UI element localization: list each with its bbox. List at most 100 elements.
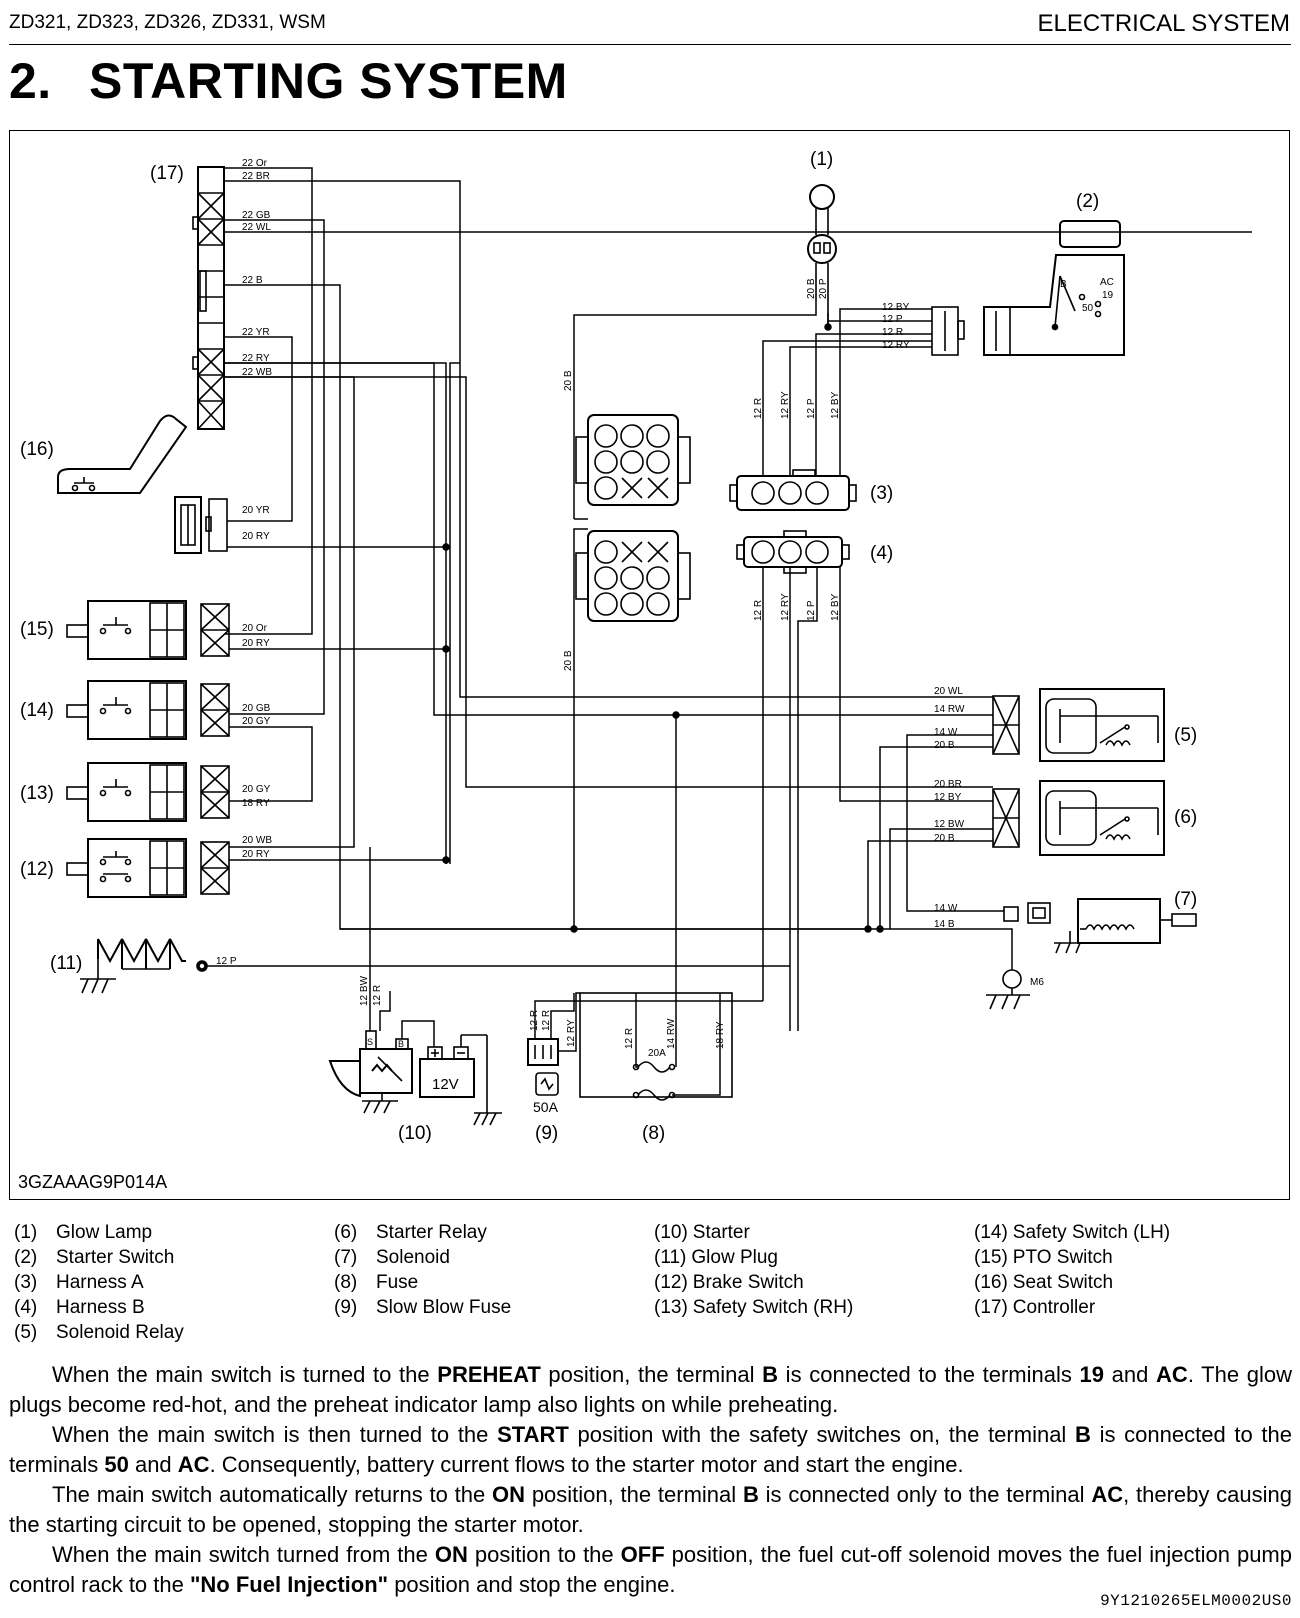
wire-label: 18 RY <box>242 798 270 809</box>
figure-code: 3GZAAAG9P014A <box>18 1172 168 1192</box>
bold-term: OFF <box>620 1542 665 1567</box>
description-paragraph: When the main switch is then turned to t… <box>9 1420 1292 1480</box>
starter-relay <box>992 780 1165 856</box>
wire-label: 12 RY <box>566 1019 577 1047</box>
starter-switch <box>931 220 1125 356</box>
legend-label: PTO Switch <box>1012 1247 1113 1268</box>
wire-label: 12 R <box>882 327 903 338</box>
legend-item: (12)Brake Switch <box>654 1272 974 1297</box>
wire-label: 22 WB <box>242 367 272 378</box>
description-paragraph: The main switch automatically returns to… <box>9 1480 1292 1540</box>
legend-item: (14)Safety Switch (LH) <box>974 1222 1294 1247</box>
text-run: . The glow plugs become red-hot, and the… <box>9 1362 1292 1417</box>
wire-label: 20 B <box>806 278 817 299</box>
wire-label: 12 P <box>216 956 237 967</box>
wiring-harness <box>207 167 1252 1096</box>
header-divider <box>9 44 1291 45</box>
ground-bolt <box>986 969 1030 1010</box>
text-run: When the main switch is turned to the <box>52 1362 438 1387</box>
wire-label: 14 RW <box>934 704 965 715</box>
legend-number: (7) <box>334 1247 358 1268</box>
legend-label: Safety Switch (RH) <box>692 1297 854 1318</box>
bold-term: 19 <box>1079 1362 1105 1387</box>
battery-label: 12V <box>432 1076 459 1093</box>
legend-item: (13)Safety Switch (RH) <box>654 1297 974 1322</box>
wire-label: 22 GB <box>242 210 271 221</box>
fuel-solenoid <box>1003 898 1197 954</box>
wire-label: 20 GY <box>242 784 271 795</box>
legend-item: (17)Controller <box>974 1297 1294 1322</box>
wire-label: 12 R <box>624 1028 635 1049</box>
description-paragraph: When the main switch turned from the ON … <box>9 1540 1292 1600</box>
legend-item: (10)Starter <box>654 1222 974 1247</box>
wire-label: 12 P <box>882 314 903 325</box>
legend-item: (1)Glow Lamp <box>14 1222 334 1247</box>
wire-label: 22 RY <box>242 353 270 364</box>
wire-label: 14 RW <box>666 1018 677 1049</box>
wire-label: 12 R <box>372 985 383 1006</box>
wire-label: 12 R <box>529 1010 540 1031</box>
legend-label: Glow Plug <box>691 1247 778 1268</box>
text-run: , thereby causing the starting circuit t… <box>9 1482 1293 1537</box>
bold-term: B <box>1075 1422 1091 1447</box>
legend-label: Brake Switch <box>692 1272 804 1293</box>
glow-lamp <box>807 184 837 327</box>
battery <box>419 1034 502 1126</box>
bold-term: "No Fuel Injection" <box>189 1572 389 1597</box>
text-run: position, the fuel cut-off solenoid move… <box>9 1542 1292 1597</box>
legend-number: (16) <box>974 1272 1008 1293</box>
bold-term: PREHEAT <box>437 1362 541 1387</box>
wire-label: 12 R <box>753 600 764 621</box>
legend-number: (10) <box>654 1222 688 1243</box>
wire-labels: 22 Or 22 BR 22 GB 22 WL 22 B 22 YR 22 RY… <box>20 149 1197 1144</box>
legend-label: Starter <box>692 1222 750 1243</box>
legend-column: (1)Glow Lamp (2) Starter Switch (3)Harnes… <box>14 1222 334 1347</box>
bold-term: 50 <box>104 1452 129 1477</box>
legend-number: (3) <box>14 1272 38 1293</box>
legend-number: (2) <box>14 1247 38 1268</box>
legend-label: Fuse <box>376 1272 419 1293</box>
callout-6: (6) <box>1174 807 1197 828</box>
description-text: When the main switch is turned to the PR… <box>9 1360 1292 1600</box>
legend-item: (8)Fuse <box>334 1272 654 1297</box>
header-model-list: ZD321, ZD323, ZD326, ZD331, WSM <box>9 12 326 33</box>
wire-label: 20 YR <box>242 505 270 516</box>
legend-label: Glow Lamp <box>56 1222 153 1243</box>
wire-label: 20 RY <box>242 849 270 860</box>
legend-item: (5)Solenoid Relay <box>14 1322 334 1347</box>
legend-item: (3)Harness A <box>14 1272 334 1297</box>
wire-label: 22 YR <box>242 327 270 338</box>
legend-number: (11) <box>654 1247 687 1268</box>
safety-switch-rh <box>66 762 230 822</box>
text-run: and <box>128 1452 178 1477</box>
bold-term: B <box>762 1362 779 1387</box>
wiring-diagram-svg: 22 Or 22 BR 22 GB 22 WL 22 B 22 YR 22 RY… <box>20 149 1252 1144</box>
legend-item: (11)Glow Plug <box>654 1247 974 1272</box>
legend-label: Starter Switch <box>56 1247 175 1268</box>
legend-item: (16)Seat Switch <box>974 1272 1294 1297</box>
terminal-label: B <box>1060 279 1067 290</box>
legend-number: (13) <box>654 1297 688 1318</box>
callout-3: (3) <box>870 483 893 504</box>
legend-item: (2) Starter Switch <box>14 1247 334 1272</box>
legend-number: (5) <box>14 1322 38 1343</box>
header-section-name: ELECTRICAL SYSTEM <box>1037 10 1290 37</box>
section-title: 2.STARTING SYSTEM <box>9 52 568 110</box>
fuse-box <box>579 992 733 1101</box>
legend-label: Seat Switch <box>1012 1272 1114 1293</box>
callout-12: (12) <box>20 859 54 880</box>
legend-item: (7)Solenoid <box>334 1247 654 1272</box>
wire-label: 12 BY <box>882 302 910 313</box>
section-title-text: STARTING SYSTEM <box>89 53 568 109</box>
fuse-rating-label: 20A <box>648 1048 666 1059</box>
text-run: and <box>1104 1362 1157 1387</box>
starter-terminal-label: S <box>367 1037 373 1047</box>
wire-label: 20 B <box>563 650 574 671</box>
callout-4: (4) <box>870 543 893 564</box>
terminal-label: 50 <box>1082 303 1094 314</box>
wire-label: 12 RY <box>780 391 791 419</box>
callout-13: (13) <box>20 783 54 804</box>
callout-17: (17) <box>150 163 184 184</box>
bold-term: START <box>497 1422 569 1447</box>
legend-number: (17) <box>974 1297 1008 1318</box>
